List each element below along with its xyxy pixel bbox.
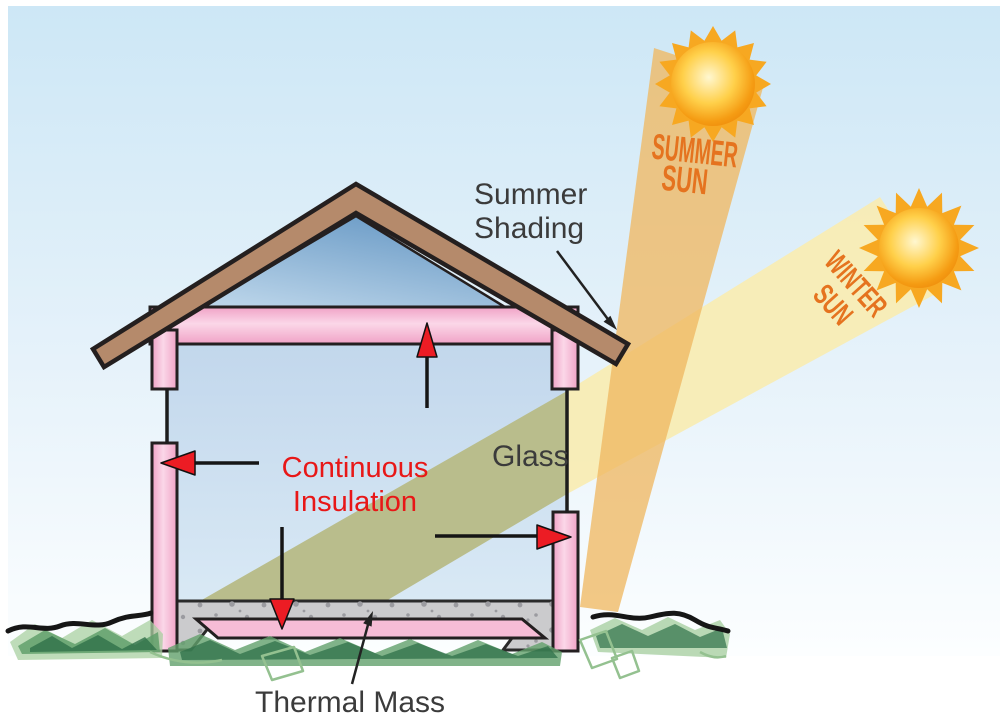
- summer-sun-label: SUMMER SUN: [650, 126, 740, 203]
- thermal-mass-label: Thermal Mass: [255, 686, 445, 719]
- grass-sketch-outline-3: [610, 649, 641, 680]
- grass-sketch-outline-2: [578, 629, 619, 670]
- winter-light-inside: [200, 391, 567, 601]
- red-arrow-left-icon: [160, 450, 196, 476]
- winter-sun: [859, 188, 979, 308]
- grass-sketch-stroke-4: [149, 650, 223, 664]
- summer-sun-beam: [580, 48, 764, 612]
- summer-shading-label-line1: Summer: [474, 178, 587, 211]
- label-arrows: [350, 250, 617, 685]
- ground-grass: [5, 610, 731, 682]
- left-wall-insulation-lower: [150, 441, 179, 653]
- thermal-mass-arrow-line: [350, 620, 371, 685]
- summer-shading-arrow-line: [555, 250, 612, 323]
- summer-sun-label-line2: SUN: [660, 157, 710, 203]
- ground-line-left: [5, 610, 154, 634]
- summer-sun: [655, 26, 771, 142]
- thermal-mass-arrowhead-icon: [363, 611, 373, 627]
- slab-speckle-texture: [165, 601, 556, 650]
- summer-shading-label-line2: Shading: [474, 212, 584, 245]
- ground-line-right: [590, 610, 731, 634]
- glass-label: Glass: [492, 440, 569, 473]
- grass-right-dark: [596, 624, 727, 648]
- red-arrow-right-icon: [536, 524, 572, 550]
- red-arrow-up-icon: [416, 322, 438, 358]
- grass-left-dark: [30, 635, 157, 652]
- left-wall-insulation-upper: [150, 328, 179, 391]
- grass-center-dark: [180, 640, 558, 660]
- summer-shading-arrowhead-icon: [603, 315, 617, 330]
- summer-sun-label-line1: SUMMER: [650, 126, 740, 176]
- continuous-insulation-label-line1: Continuous: [282, 452, 429, 484]
- red-arrow-down-icon: [269, 598, 295, 630]
- house-cross-section: [89, 181, 632, 653]
- insulation-arrows: [160, 322, 572, 630]
- grass-sketch-outline-1: [260, 645, 305, 682]
- ceiling-insulation: [148, 305, 580, 346]
- continuous-insulation-label-line2: Insulation: [293, 486, 417, 518]
- summer-sun-disc-icon: [671, 42, 755, 126]
- grass-sketch-stroke-5: [699, 650, 727, 659]
- winter-sun-disc-icon: [879, 208, 959, 288]
- roof-overhang: [89, 181, 632, 371]
